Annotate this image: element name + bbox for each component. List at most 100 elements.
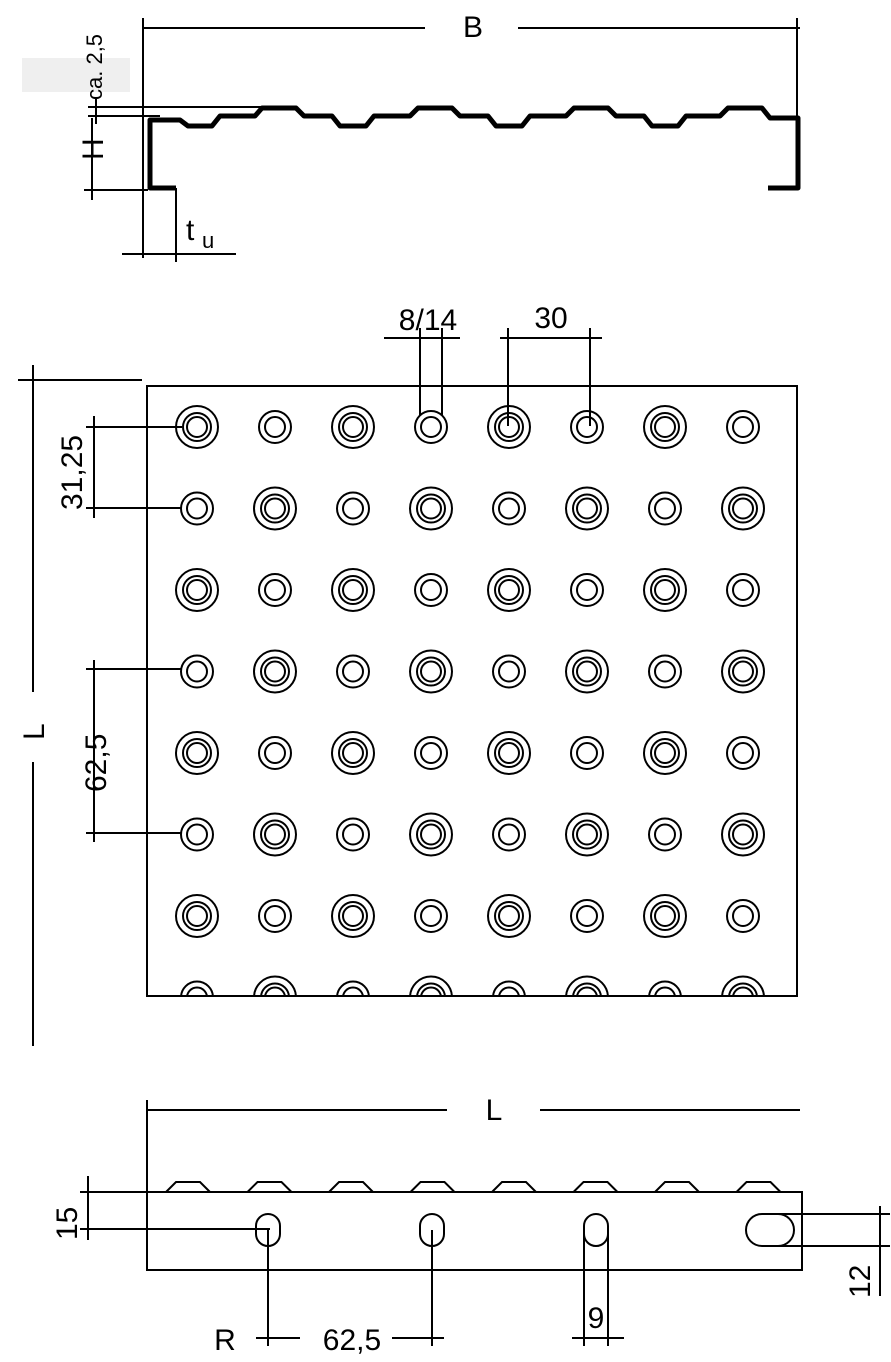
hole-outer-ring <box>570 410 604 444</box>
hole-outer-ring <box>409 486 453 531</box>
plate-outline <box>146 385 798 997</box>
hole-outer-ring <box>253 812 297 857</box>
hole-outer-ring <box>648 491 682 526</box>
side-panel <box>146 1191 803 1271</box>
raised-hole <box>721 812 765 857</box>
hole-inner-ring <box>576 742 598 764</box>
hole-outer-ring <box>331 731 375 775</box>
side-height-label: 15 <box>51 1207 84 1240</box>
hole-outer-ring <box>414 573 448 607</box>
plain-hole <box>258 573 292 607</box>
hole-inner-ring <box>186 660 208 683</box>
hole-inner-ring <box>732 660 754 683</box>
radius-label: R <box>214 1324 236 1357</box>
hole-middle-ring <box>728 493 758 524</box>
hole-inner-ring <box>420 823 442 846</box>
hole-inner-ring <box>420 416 442 438</box>
plain-hole <box>258 736 292 770</box>
hole-inner-ring <box>498 742 520 764</box>
plain-hole <box>648 491 682 526</box>
plain-hole <box>414 410 448 444</box>
side-length-label: L <box>486 1094 503 1127</box>
hole-outer-ring <box>336 980 370 996</box>
hole-inner-ring <box>342 742 364 764</box>
plain-hole <box>570 736 604 770</box>
hole-inner-ring <box>498 579 520 601</box>
hole-inner-ring <box>186 416 208 438</box>
hole-inner-ring <box>576 497 598 520</box>
hole-inner-ring <box>342 823 364 846</box>
raised-hole <box>409 975 453 996</box>
hole-middle-ring <box>416 493 446 524</box>
plain-hole <box>492 654 526 689</box>
plain-hole <box>726 573 760 607</box>
hole-inner-ring <box>264 905 286 927</box>
hole-middle-ring <box>182 901 212 931</box>
hole-middle-ring <box>338 738 368 768</box>
hole-middle-ring <box>572 819 602 850</box>
hole-outer-ring <box>258 899 292 933</box>
hole-outer-ring <box>726 736 760 770</box>
hole-outer-ring <box>331 405 375 449</box>
plain-hole <box>180 491 214 526</box>
hole-middle-ring <box>494 738 524 768</box>
hole-middle-ring <box>416 819 446 850</box>
hole-inner-ring <box>576 823 598 846</box>
hole-inner-ring <box>498 660 520 683</box>
hole-inner-ring <box>264 497 286 520</box>
raised-hole <box>643 568 687 612</box>
hole-outer-ring <box>336 817 370 852</box>
plain-hole <box>570 573 604 607</box>
hole-inner-ring <box>498 823 520 846</box>
hole-inner-ring <box>576 660 598 683</box>
hole-outer-ring <box>175 894 219 938</box>
hole-outer-ring <box>643 405 687 449</box>
scan-stamp-area <box>22 58 130 92</box>
plain-hole <box>648 980 682 996</box>
hole-outer-ring <box>721 975 765 996</box>
hole-outer-ring <box>336 654 370 689</box>
raised-hole <box>721 975 765 996</box>
plain-hole <box>180 817 214 852</box>
hole-inner-ring <box>420 497 442 520</box>
plain-hole <box>180 980 214 996</box>
hole-middle-ring <box>416 656 446 687</box>
hole-middle-ring <box>572 656 602 687</box>
raised-hole <box>331 731 375 775</box>
hole-inner-ring <box>420 986 442 996</box>
hole-middle-ring <box>494 901 524 931</box>
hole-inner-ring <box>420 742 442 764</box>
side-slots <box>255 1213 795 1247</box>
hole-middle-ring <box>260 656 290 687</box>
hole-outer-ring <box>721 812 765 857</box>
side-bump <box>246 1181 293 1193</box>
row-pitch-label: 62,5 <box>80 734 113 792</box>
hole-inner-ring <box>654 742 676 764</box>
hole-outer-ring <box>180 980 214 996</box>
hole-middle-ring <box>182 738 212 768</box>
hole-outer-ring <box>487 894 531 938</box>
hole-middle-ring <box>650 412 680 442</box>
hole-outer-ring <box>414 736 448 770</box>
plan-view: L 8/14 30 31,25 62,5 <box>18 302 798 1046</box>
perforation-grid <box>175 405 765 996</box>
hole-inner-ring <box>186 986 208 996</box>
hole-middle-ring <box>494 575 524 605</box>
hole-inner-ring <box>732 742 754 764</box>
raised-hole <box>253 812 297 857</box>
raised-hole <box>331 568 375 612</box>
raised-hole <box>565 975 609 996</box>
slot-pitch-label: 62,5 <box>323 1324 381 1357</box>
channel-profile <box>147 105 801 191</box>
hole-inner-ring <box>186 579 208 601</box>
plain-hole <box>258 899 292 933</box>
hole-outer-ring <box>409 649 453 694</box>
slot-width-label: 9 <box>588 1302 605 1335</box>
hole-middle-ring <box>650 738 680 768</box>
hole-middle-ring <box>338 575 368 605</box>
hole-inner-ring <box>498 986 520 996</box>
hole-inner-ring <box>342 416 364 438</box>
pitch-label: 30 <box>534 302 567 335</box>
hole-outer-ring <box>175 731 219 775</box>
hole-inner-ring <box>342 905 364 927</box>
